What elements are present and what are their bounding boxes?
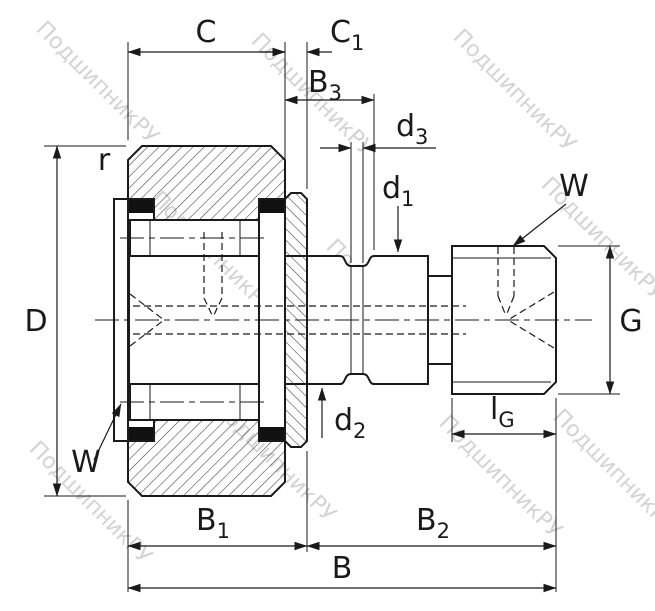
watermark-text: ПодшипникРУ [31, 17, 164, 150]
dim-label-lG: lG [490, 392, 515, 432]
lube-hole-right-cone [497, 295, 507, 317]
dim-label-B3: B3 [308, 65, 342, 105]
dim-label-B2: B2 [416, 503, 450, 543]
callout-W-top: W [512, 169, 589, 247]
outer-ring-top-section [127, 145, 286, 221]
seal-bottom-right [259, 427, 285, 441]
dim-label-d3: d3 [396, 109, 428, 149]
dim-d1: d1 [382, 171, 414, 253]
dim-label-r: r [98, 143, 111, 178]
dim-label-W-side: W [71, 445, 101, 480]
dim-label-C1: C1 [330, 15, 364, 55]
bearing-geometry [95, 145, 592, 497]
dim-C1: C1 [260, 15, 364, 189]
dim-label-B1: B1 [196, 503, 230, 543]
dim-label-d1: d1 [382, 171, 414, 211]
hidden-details [129, 232, 555, 349]
countersink-left [129, 319, 165, 347]
leader-line [512, 203, 567, 247]
dim-d2: d2 [317, 387, 366, 443]
dim-B: B [127, 551, 557, 593]
countersink-left [129, 293, 165, 321]
dim-B3: B3 [284, 65, 375, 250]
dim-label-W-top: W [559, 169, 589, 204]
lube-hole-left-cone [212, 297, 223, 318]
dim-lG: lG [451, 392, 557, 442]
leader-line [93, 403, 122, 461]
countersink-right [507, 291, 555, 321]
dim-label-G: G [619, 304, 642, 339]
dim-d3: d3 [320, 109, 436, 263]
countersink-right [507, 319, 555, 349]
watermark-text: ПодшипникРУ [548, 405, 655, 538]
seal-bottom-left [128, 427, 154, 441]
lube-hole-left-cone [203, 297, 214, 318]
dim-D: D r [24, 143, 126, 497]
dim-label-D: D [24, 304, 47, 339]
dim-C: C [127, 15, 286, 189]
dim-label-C: C [196, 15, 217, 50]
lube-hole-right-cone [505, 295, 515, 317]
dim-label-B: B [332, 551, 353, 586]
seal-top-left [128, 199, 154, 213]
callout-W-side: W [71, 403, 122, 480]
watermark-text: ПодшипникРУ [448, 25, 581, 158]
dimensions: C C1 B3 d3 d1 [24, 15, 643, 593]
seal-top-right [259, 199, 285, 213]
dim-G: G [558, 245, 643, 395]
dim-B1-B2: B1 B2 [127, 398, 557, 592]
dim-label-d2: d2 [334, 403, 366, 443]
